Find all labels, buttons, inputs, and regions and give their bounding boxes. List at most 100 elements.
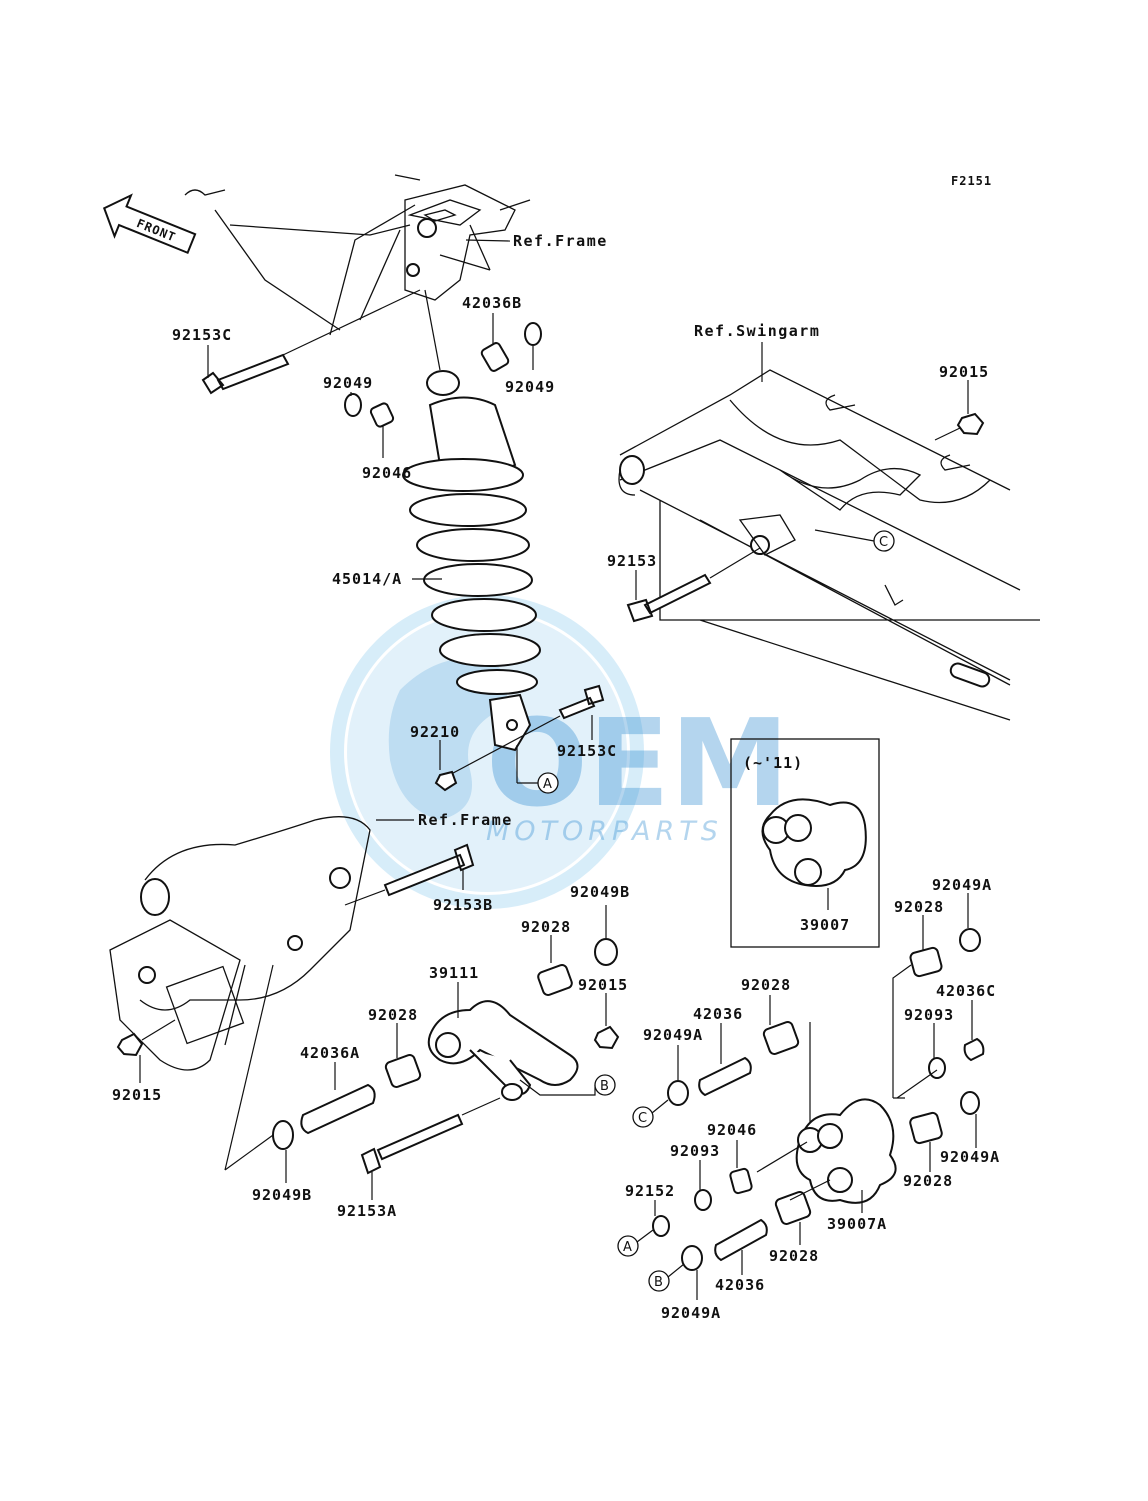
label-92049-left: 92049 <box>323 374 373 392</box>
label-39007A: 39007A <box>827 1215 887 1233</box>
swingarm-pivot <box>619 455 645 485</box>
label-92046-bottom: 92046 <box>707 1121 757 1139</box>
collar-42036B <box>480 342 510 372</box>
shock-spring <box>402 458 541 695</box>
label-92049A-right: 92049A <box>940 1148 1000 1166</box>
swingarm: Ref.Swingarm <box>618 322 1040 721</box>
rocker-leaders <box>756 964 938 1201</box>
callout-b-washer-leader <box>667 1263 685 1278</box>
label-42036-bottom: 42036 <box>715 1276 765 1294</box>
seal-92093-right <box>928 1057 946 1079</box>
rocker <box>652 928 985 1271</box>
callout-c-washer: C <box>638 1111 647 1126</box>
variant-box-frame <box>730 738 880 948</box>
linkage-rod <box>116 938 620 1175</box>
front-arrow: FRONT <box>102 193 197 255</box>
nut-92015-mid <box>593 1025 620 1050</box>
label-42036C: 42036C <box>936 982 996 1000</box>
label-92049A-bottom: 92049A <box>661 1304 721 1322</box>
rocker-39007A <box>795 1098 897 1204</box>
label-45014A: 45014/A <box>332 570 402 588</box>
callout-a-shock-circle <box>537 772 559 794</box>
swingarm-slot <box>949 662 991 688</box>
spring-coil-7 <box>456 669 538 695</box>
label-42036A: 42036A <box>300 1044 360 1062</box>
label-92093-bottom: 92093 <box>670 1142 720 1160</box>
collar-42036-bottom <box>714 1218 768 1262</box>
bolt-92153C-mid-axis <box>439 715 561 781</box>
seal-92049A-mid <box>667 1080 689 1106</box>
shock-absorber <box>402 289 541 752</box>
rod-39111-bore <box>435 1032 461 1058</box>
callout-a-washer-leader <box>636 1229 654 1243</box>
callout-b-rod: B <box>600 1079 609 1094</box>
front-arrow-shape <box>102 193 197 255</box>
collar-42036-mid <box>698 1056 752 1097</box>
bolt-92153B-axis <box>344 889 386 906</box>
spring-coil-2 <box>409 493 527 527</box>
nut-92015-swing-axis <box>934 427 961 441</box>
rod-39111 <box>427 1000 579 1086</box>
callout-a-washer-circle <box>617 1235 639 1257</box>
ref-frame-top: Ref.Frame <box>513 232 608 250</box>
variant-box-title: (~'11) <box>743 754 803 772</box>
label-92028-top: 92028 <box>521 918 571 936</box>
watermark-sub: MOTORPARTS <box>486 816 723 847</box>
frame-bottom-bracket <box>165 965 245 1045</box>
label-92049-right: 92049 <box>505 378 555 396</box>
bushing-92028-center <box>762 1021 800 1055</box>
label-92028-right: 92028 <box>903 1172 953 1190</box>
bolt-92153C-top-axis <box>282 289 421 356</box>
bolt-92153 <box>626 573 712 623</box>
spring-coil-3 <box>416 528 530 562</box>
label-92028-bottom: 92028 <box>769 1247 819 1265</box>
watermark-brand: OEM <box>486 695 789 834</box>
seal-92049-left <box>344 393 362 417</box>
callout-a-shock: A <box>543 777 552 792</box>
swingarm-body <box>618 369 1040 721</box>
label-92028-center: 92028 <box>741 976 791 994</box>
collar-42036C <box>963 1037 985 1062</box>
bolt-92153-axis <box>709 547 761 579</box>
label-92049B-top: 92049B <box>570 883 630 901</box>
nut-92015-swing <box>956 412 985 436</box>
frame-top-ref-leader <box>465 239 511 242</box>
label-42036B: 42036B <box>462 294 522 312</box>
seal-92049A-right <box>960 1091 980 1115</box>
swingarm-arch <box>729 399 991 504</box>
callout-b-rod-leader <box>519 1079 596 1096</box>
label-92153C-top: 92153C <box>172 326 232 344</box>
watermark-globe <box>347 612 627 892</box>
bushing-92028-bottom <box>774 1191 812 1225</box>
swingarm-brace <box>779 467 922 511</box>
rocker-bore-2 <box>817 1123 843 1149</box>
swingarm-clip-1 <box>825 394 856 411</box>
variant-link-bore-2 <box>784 814 812 842</box>
label-92049B-bottom: 92049B <box>252 1186 312 1204</box>
bolt-92153A <box>360 1113 464 1175</box>
callout-c-swing-leader <box>814 529 875 542</box>
label-92153A: 92153A <box>337 1202 397 1220</box>
bolt-92153C-top <box>201 353 290 395</box>
frame-top: Ref.Frame <box>184 174 608 336</box>
watermark-continent <box>388 658 508 820</box>
frame-top-outline <box>184 174 531 336</box>
label-42036-mid: 42036 <box>693 1005 743 1023</box>
callout-b-rod-circle <box>594 1074 616 1096</box>
rod-39111-end <box>501 1083 523 1101</box>
rocker-bore-3 <box>827 1167 853 1193</box>
label-39111: 39111 <box>429 964 479 982</box>
frame-bottom-boss <box>140 878 170 916</box>
bolt-92153B <box>383 843 475 897</box>
seal-92049A-bottom <box>681 1245 703 1271</box>
spring-coil-5 <box>431 598 537 632</box>
frame-top-hole <box>406 263 420 277</box>
seal-92049A-right-top <box>959 928 981 952</box>
swingarm-clip-2 <box>940 454 971 471</box>
bushing-92028-right-top <box>909 946 943 978</box>
frame-bottom-outline <box>109 816 371 1071</box>
label-92015-left: 92015 <box>112 1086 162 1104</box>
callout-c-swing-circle <box>873 530 895 552</box>
label-92015-mid: 92015 <box>578 976 628 994</box>
